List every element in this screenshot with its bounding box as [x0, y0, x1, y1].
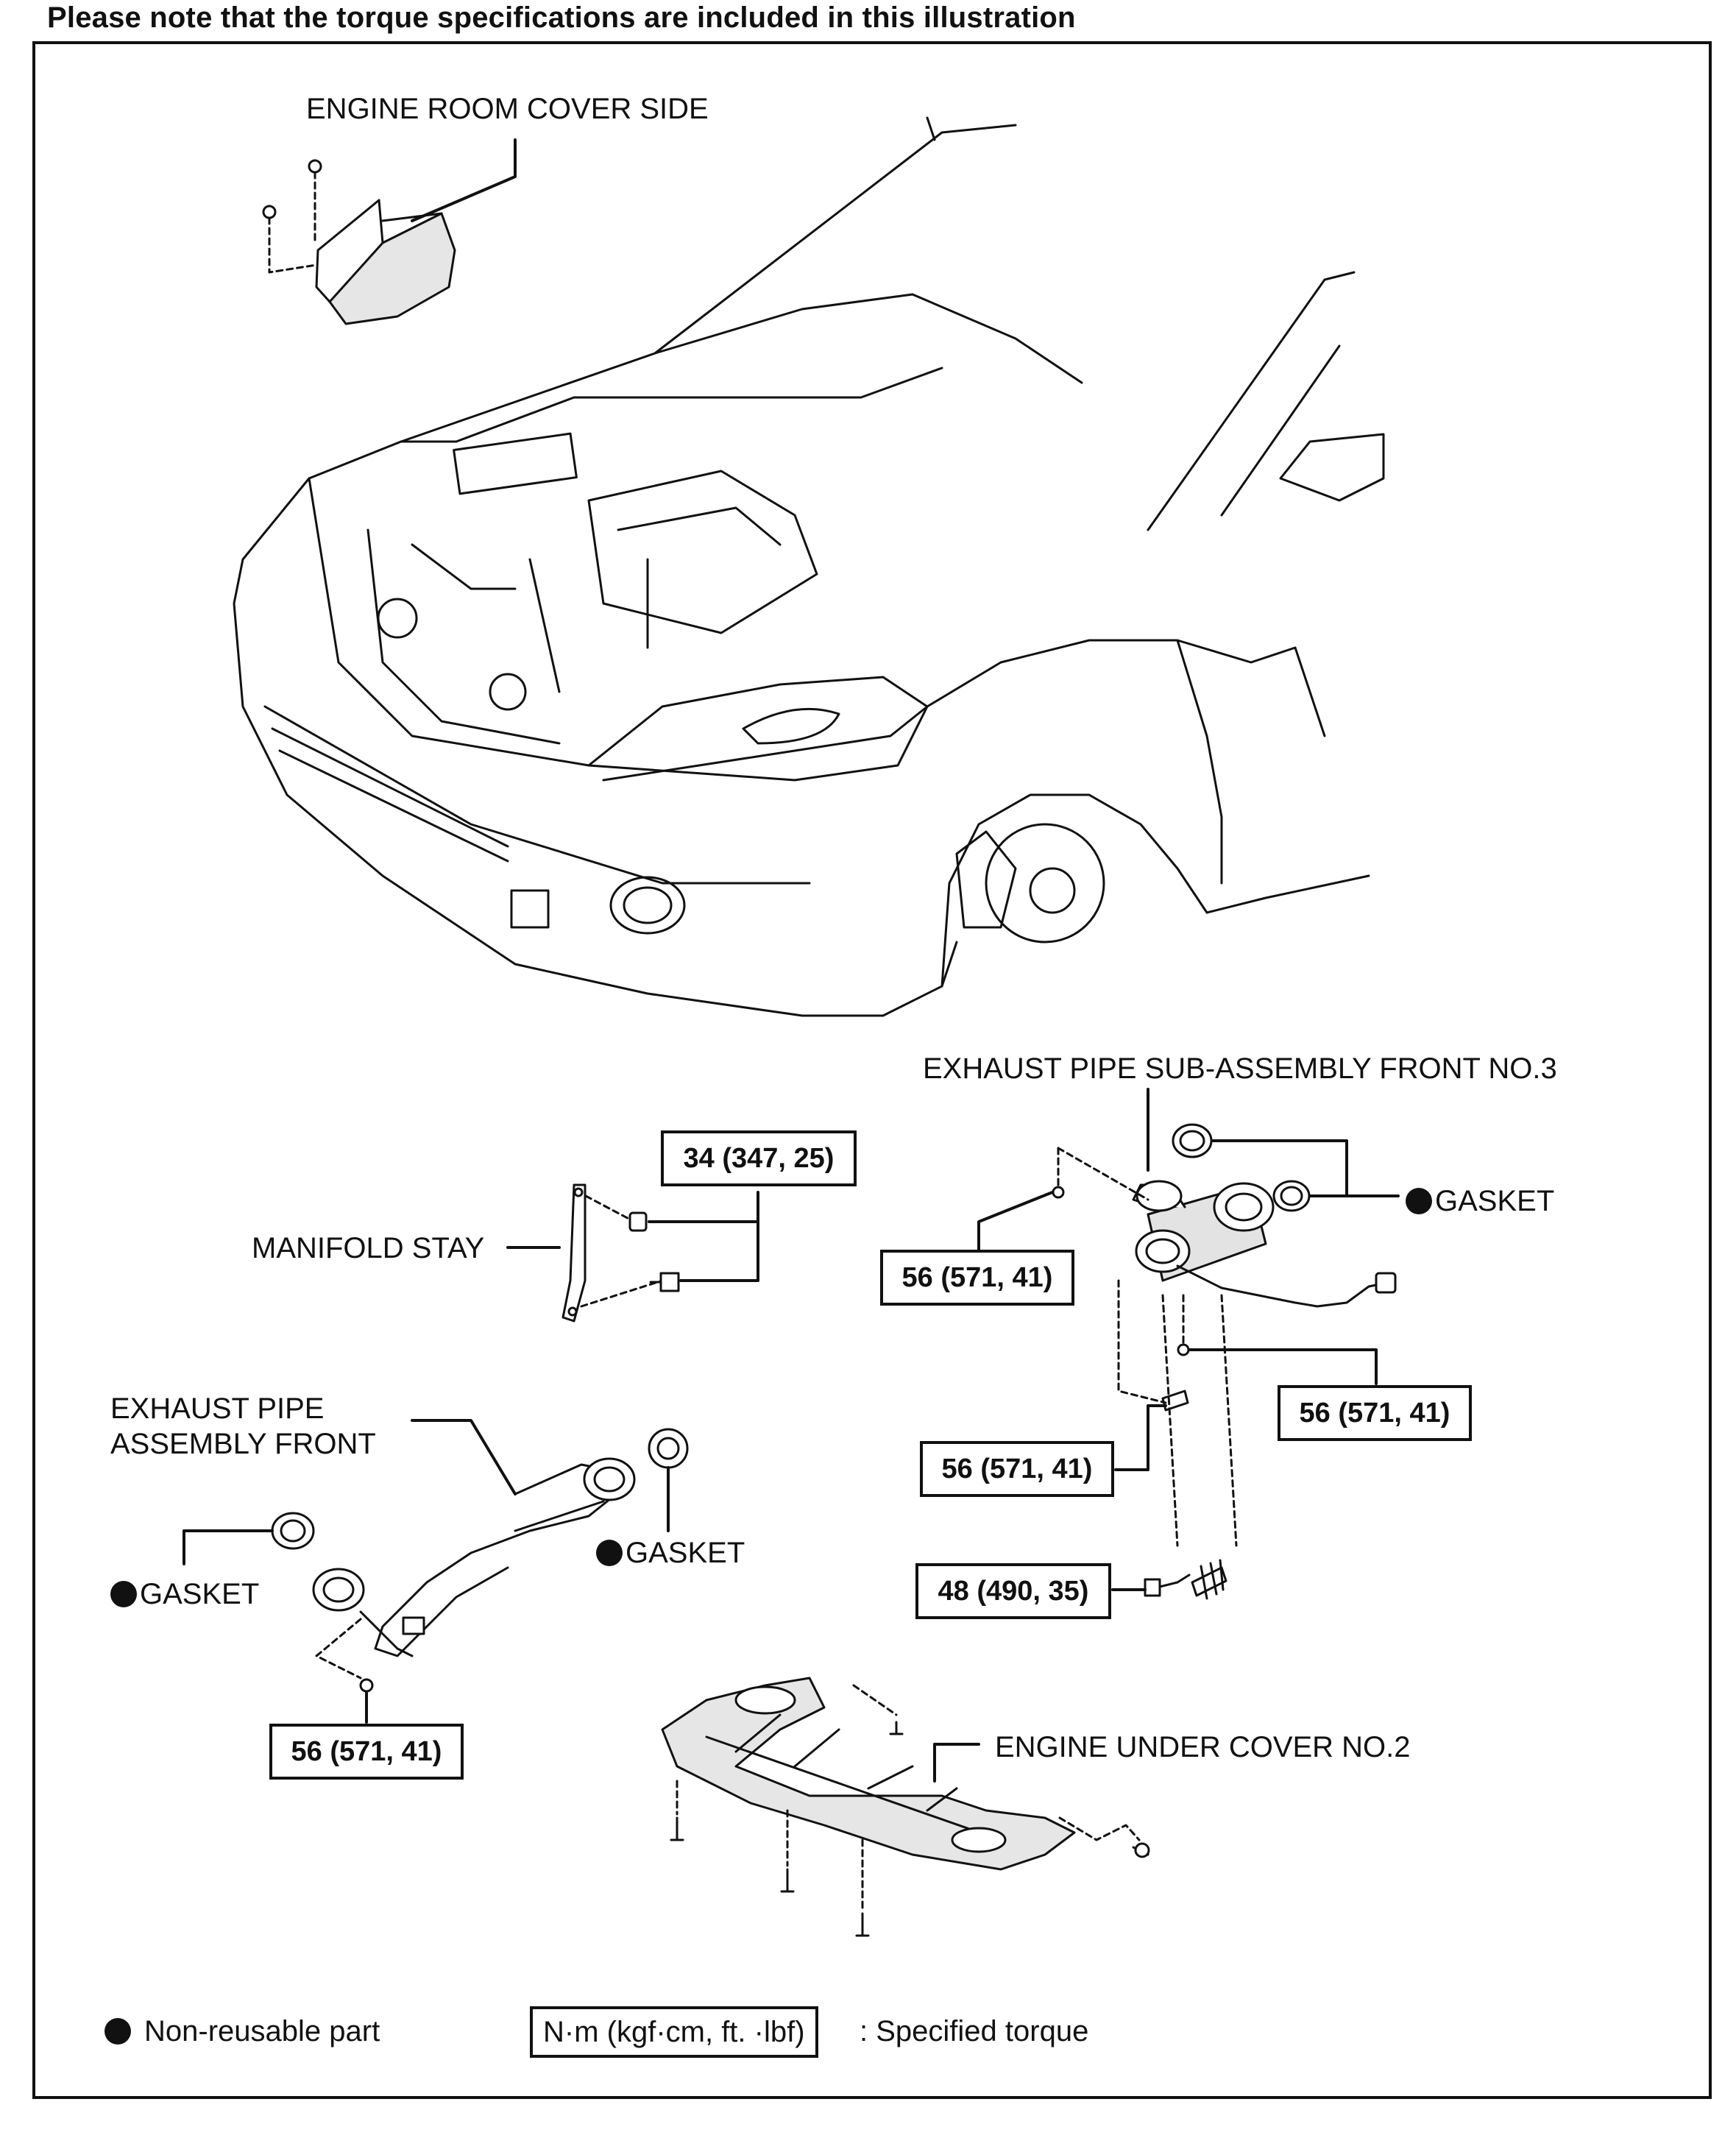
non-reusable-dot-icon: [110, 1581, 137, 1607]
non-reusable-dot-icon: [104, 2018, 131, 2045]
gasket-text: GASKET: [626, 1537, 745, 1569]
label-engine-room-cover-side: ENGINE ROOM COVER SIDE: [306, 93, 709, 125]
label-gasket-rear: GASKET: [596, 1538, 745, 1568]
label-engine-under-cover: ENGINE UNDER COVER NO.2: [995, 1731, 1411, 1763]
torque-sub-assy-right-nut: 56 (571, 41): [1278, 1385, 1472, 1441]
legend-torque-desc: : Specified torque: [860, 2015, 1089, 2047]
non-reusable-dot-icon: [596, 1540, 623, 1566]
torque-sub-assy-spring-bolt: 48 (490, 35): [915, 1563, 1111, 1619]
vehicle-front-drawing: [233, 116, 1385, 1017]
legend-non-reusable: Non-reusable part: [104, 2017, 380, 2046]
gasket-text: GASKET: [1435, 1185, 1555, 1217]
torque-sub-assy-upper-nut: 56 (571, 41): [880, 1250, 1074, 1306]
torque-sub-assy-stud: 56 (571, 41): [920, 1441, 1114, 1497]
label-gasket-sub-assembly: GASKET: [1406, 1186, 1554, 1216]
diagram-frame: [32, 41, 1712, 2099]
exhaust-pipe-sub-assembly-part: [977, 1088, 1400, 1600]
label-exhaust-pipe-assembly-line2: ASSEMBLY FRONT: [110, 1428, 376, 1460]
engine-under-cover-part: [661, 1677, 1150, 1937]
page-note: Please note that the torque specificatio…: [47, 1, 1076, 34]
exhaust-pipe-assembly-part: [183, 1419, 689, 1724]
label-manifold-stay: MANIFOLD STAY: [252, 1232, 485, 1264]
manifold-stay-part: [506, 1183, 759, 1323]
gasket-text: GASKET: [140, 1578, 260, 1610]
torque-manifold-stay-bolt: 34 (347, 25): [661, 1130, 857, 1186]
engine-room-cover-side-part: [262, 138, 517, 325]
legend-non-reusable-text: Non-reusable part: [144, 2015, 380, 2047]
torque-front-pipe-nut: 56 (571, 41): [269, 1724, 464, 1780]
legend-torque-units: N·m (kgf·cm, ft. ·lbf): [530, 2006, 818, 2058]
label-exhaust-pipe-assembly-line1: EXHAUST PIPE: [110, 1392, 325, 1425]
label-gasket-front: GASKET: [110, 1579, 259, 1609]
label-exhaust-pipe-sub-assembly: EXHAUST PIPE SUB-ASSEMBLY FRONT NO.3: [923, 1052, 1557, 1085]
non-reusable-dot-icon: [1406, 1188, 1432, 1214]
